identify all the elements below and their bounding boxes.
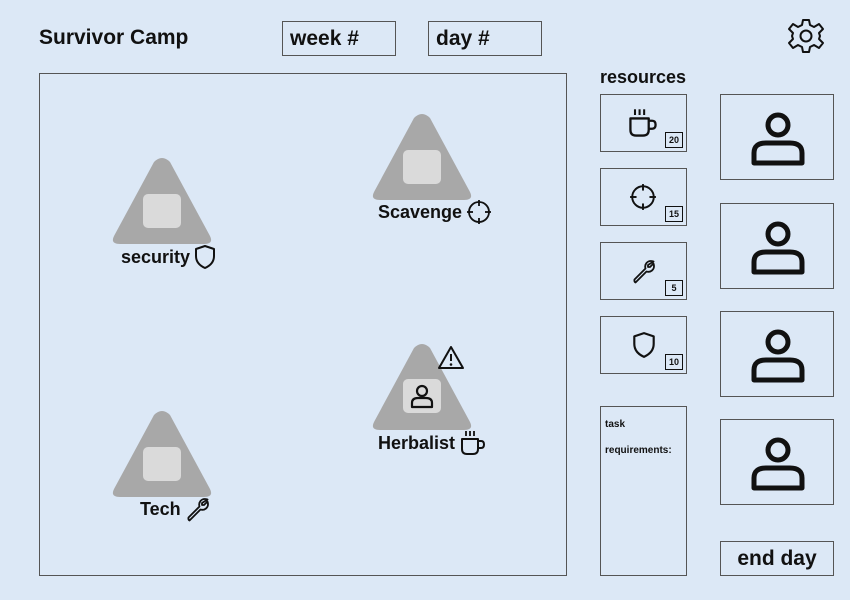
- wrench-icon: [633, 260, 655, 284]
- gear-icon: [788, 19, 824, 53]
- station-label-tech: Tech: [140, 496, 211, 522]
- resource-shield[interactable]: 10: [600, 316, 687, 374]
- day-field[interactable]: day #: [428, 21, 542, 56]
- resource-crosshair[interactable]: 15: [600, 168, 687, 226]
- resource-count: 20: [665, 132, 683, 148]
- resource-count: 15: [665, 206, 683, 222]
- coffee-cup-icon: [461, 431, 486, 455]
- survivor-card[interactable]: [720, 419, 834, 505]
- settings-button[interactable]: [786, 16, 826, 56]
- survivor-card[interactable]: [720, 203, 834, 289]
- person-icon: [751, 221, 805, 275]
- survivor-slot-occupied[interactable]: [403, 379, 441, 413]
- survivor-slot[interactable]: [403, 150, 441, 184]
- app-title: Survivor Camp: [39, 26, 189, 49]
- resources-title: resources: [600, 67, 687, 87]
- station-label-security: security: [121, 244, 216, 270]
- crosshair-icon: [467, 200, 492, 224]
- task-requirements-panel: task requirements:: [600, 406, 687, 576]
- survivor-card[interactable]: [720, 94, 834, 180]
- warning-icon: [438, 346, 464, 369]
- camp-map: security Scavenge: [39, 73, 567, 576]
- person-icon: [751, 112, 805, 166]
- end-day-button[interactable]: end day: [720, 541, 834, 576]
- coffee-cup-icon: [629, 109, 657, 137]
- resource-count: 5: [665, 280, 683, 296]
- wrench-icon: [187, 498, 209, 522]
- week-field[interactable]: week #: [282, 21, 396, 56]
- person-icon: [751, 437, 805, 491]
- survivor-slot[interactable]: [143, 194, 181, 228]
- shield-icon: [633, 332, 655, 358]
- station-label-scavenge: Scavenge: [378, 199, 492, 225]
- person-icon: [751, 329, 805, 383]
- survivor-slot[interactable]: [143, 447, 181, 481]
- resource-count: 10: [665, 354, 683, 370]
- crosshair-icon: [630, 184, 656, 210]
- survivor-card[interactable]: [720, 311, 834, 397]
- resource-wrench[interactable]: 5: [600, 242, 687, 300]
- person-icon: [410, 384, 434, 409]
- resource-coffee[interactable]: 20: [600, 94, 687, 152]
- shield-icon: [195, 245, 216, 269]
- requirements-label: requirements:: [605, 445, 672, 456]
- task-label: task: [605, 419, 626, 430]
- station-label-herbalist: Herbalist: [378, 429, 487, 457]
